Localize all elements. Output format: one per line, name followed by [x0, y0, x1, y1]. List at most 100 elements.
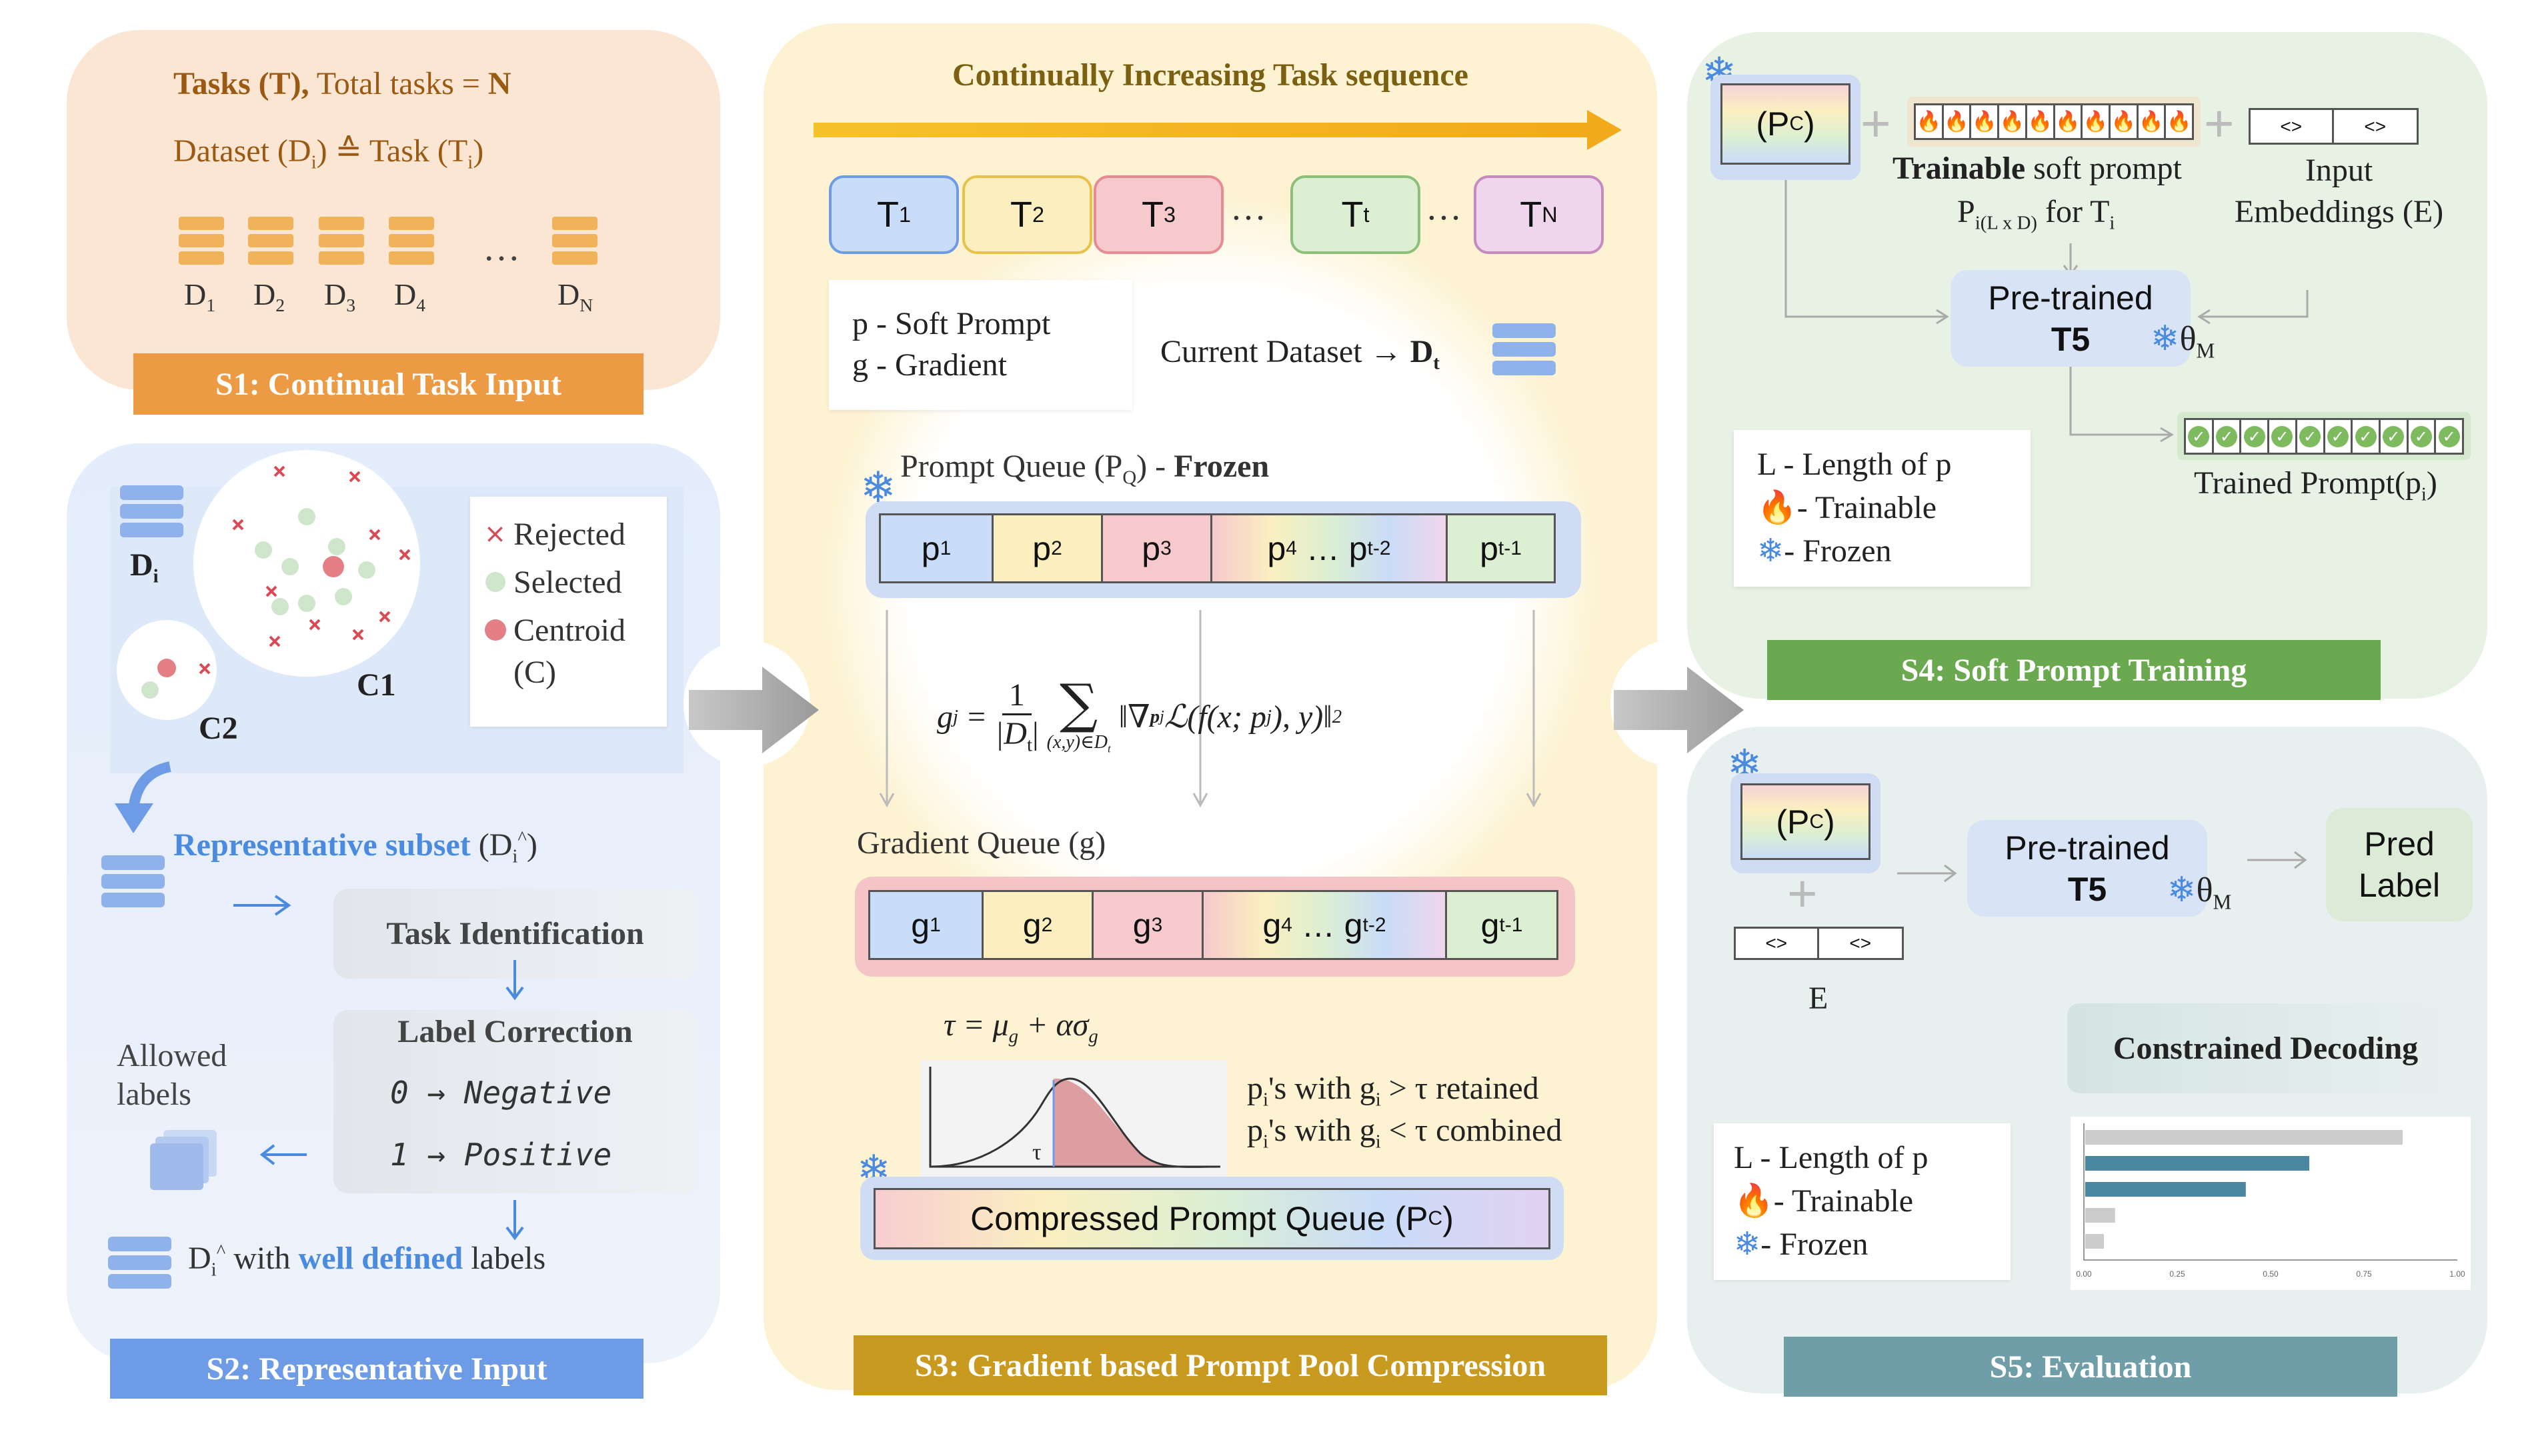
- flame-icon: 🔥: [2139, 105, 2167, 138]
- legend-soft-prompt: p - Soft Prompt: [852, 306, 1051, 341]
- final-stack-icon: [108, 1237, 171, 1289]
- selected-points: [141, 508, 375, 699]
- s5-banner: S5: Evaluation: [1784, 1337, 2397, 1397]
- formula-body: ‖∇: [1118, 699, 1150, 735]
- p3-sub: 3: [1160, 537, 1172, 559]
- chart-bar: [2085, 1156, 2309, 1171]
- s5-theta-sub: M: [2213, 890, 2232, 914]
- tau-axis-label: τ: [1032, 1140, 1042, 1165]
- s5-pretrained-t5: Pre-trained T5: [1967, 820, 2207, 917]
- flame-icon-legend-s4: 🔥: [1757, 489, 1797, 526]
- task-2-sub: 2: [1032, 202, 1044, 227]
- formula-body2: ℒ(f(x; p: [1164, 699, 1266, 735]
- pt1-sub: t-1: [1498, 537, 1522, 559]
- s4-legend-frozen: - Frozen: [1784, 533, 1892, 569]
- c2-label: C2: [199, 711, 238, 746]
- rep-close: ): [526, 827, 537, 863]
- flame-icon: 🔥: [2027, 105, 2055, 138]
- legend-centroid: Centroid: [513, 612, 625, 648]
- bottom-bold: well defined: [298, 1241, 463, 1276]
- plus-icon-2: +: [2204, 94, 2235, 153]
- input-embeddings-label: Input Embeddings (E): [2214, 150, 2464, 233]
- s4-legend-length: L - Length of p: [1757, 447, 1952, 482]
- cluster-legend: × Rejected Selected Centroid (C): [470, 497, 667, 727]
- s5-legend-length: L - Length of p: [1734, 1140, 1929, 1175]
- right-arrow-icon: [233, 895, 291, 916]
- s5-theta: θ: [2196, 871, 2213, 909]
- chart-background: [2071, 1117, 2471, 1290]
- dataset-stack-icon: [552, 217, 597, 269]
- s5-arrow-icon-1: [1897, 864, 1957, 883]
- current-d: D: [1410, 334, 1434, 369]
- prompt-queue-title: Prompt Queue (PQ) - Frozen: [900, 448, 1269, 489]
- s1-banner: S1: Continual Task Input: [133, 353, 644, 415]
- p4-sub: 4: [1286, 537, 1297, 559]
- total-label: Total tasks =: [316, 66, 488, 101]
- dataset-stack-icon: [319, 217, 364, 269]
- sequence-arrow-icon: [814, 110, 1622, 150]
- combined-sub: i: [1263, 1131, 1269, 1153]
- s4-pc-end: ): [1804, 105, 1815, 143]
- chart-bar: [2085, 1208, 2115, 1223]
- dataset-label: D1: [184, 277, 216, 316]
- task-n-label: T: [1520, 195, 1542, 235]
- g1-label: g: [911, 906, 930, 944]
- formula-fraction: 1 |Dt|: [995, 677, 1038, 757]
- formula-j: j: [953, 705, 959, 727]
- dataset-stack-icon: [389, 217, 434, 269]
- formula-sum-sub: (x,y)∈D: [1046, 732, 1108, 753]
- flame-icon: 🔥: [1999, 105, 2027, 138]
- dataset-text: Dataset (D: [173, 133, 311, 169]
- tau-lhs: τ = μ: [944, 1007, 1009, 1043]
- legend-selected: Selected: [513, 564, 622, 600]
- check-icon: ✓: [2214, 420, 2242, 453]
- input-emb-2: Embeddings (E): [2234, 194, 2444, 229]
- rejected-points: [199, 465, 411, 675]
- retained-b: 's with g: [1268, 1071, 1376, 1106]
- g4-sub2: t-2: [1362, 913, 1386, 936]
- di-label: Di: [130, 547, 159, 588]
- s4-pc-sub: C: [1789, 113, 1804, 135]
- s5-pc-text: (P: [1776, 803, 1810, 841]
- s4-pc-text: (P: [1756, 105, 1790, 143]
- dataset-mid: ) ≙ Task (T: [316, 133, 468, 169]
- chart-tick-label: 0.50: [2263, 1269, 2279, 1279]
- dataset-sub: i: [311, 151, 317, 173]
- p2-label: p: [1032, 529, 1052, 567]
- s5-e-label: E: [1808, 981, 1828, 1016]
- s4-banner: S4: Soft Prompt Training: [1767, 640, 2381, 700]
- rep-subset-text: Representative subset: [173, 827, 471, 863]
- pq-mid: ) -: [1136, 449, 1174, 484]
- task-dots-1: …: [1230, 187, 1266, 227]
- s5-arrow-icon-2: [2247, 851, 2307, 869]
- s5-legend-frozen: - Frozen: [1760, 1227, 1868, 1262]
- constrained-decoding-box: Constrained Decoding: [2067, 1003, 2464, 1093]
- formula-den: |D: [995, 716, 1027, 752]
- check-icon: ✓: [2297, 420, 2325, 453]
- gradient-queue-title: Gradient Queue (g): [857, 825, 1106, 861]
- s1-tasks-line: Tasks (T), Total tasks = N: [173, 65, 511, 102]
- c1-circle: [193, 450, 420, 677]
- s4-legend: L - Length of p 🔥- Trainable ❄- Frozen: [1734, 430, 2031, 587]
- retained-sub: i: [1263, 1089, 1269, 1111]
- snowflake-icon-theta-s5: ❄: [2167, 870, 2197, 910]
- s5-pc-sub: C: [1809, 810, 1824, 833]
- check-icon: ✓: [2353, 420, 2381, 453]
- p1-sub: 1: [940, 537, 952, 559]
- chart-axis: [2083, 1123, 2457, 1261]
- p-sub: i(L x D): [1975, 212, 2037, 234]
- pred-text: Pred: [2364, 825, 2435, 863]
- flame-icon: 🔥: [2083, 105, 2111, 138]
- legend-gradient: g - Gradient: [852, 347, 1007, 383]
- g2-label: g: [1022, 906, 1042, 944]
- s4-embed-bar: <> <>: [2249, 108, 2419, 145]
- mapping-positive: 1 → Positive: [390, 1137, 612, 1173]
- p-label: P: [1957, 194, 1975, 229]
- check-icon: ✓: [2186, 420, 2214, 453]
